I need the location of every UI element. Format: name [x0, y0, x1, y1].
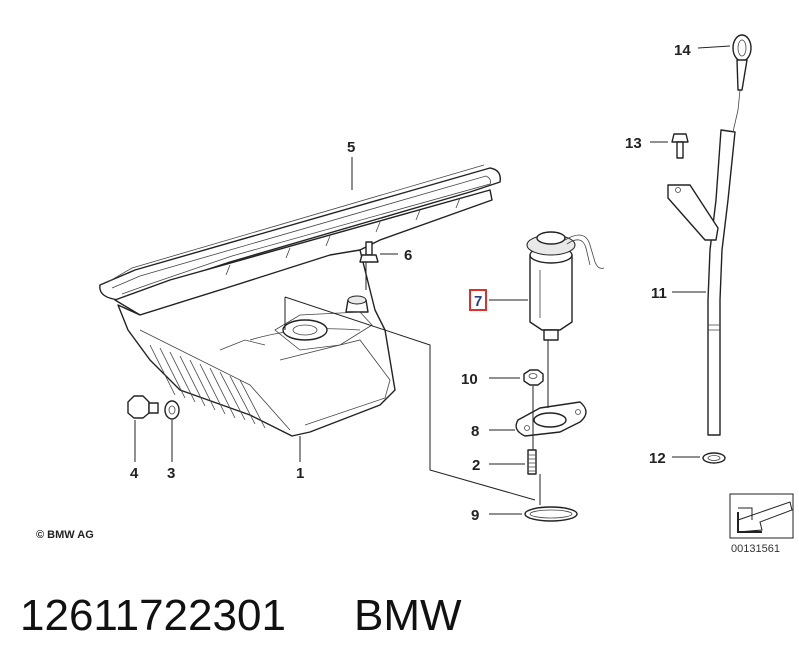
- label-14[interactable]: 14: [674, 42, 691, 59]
- orientation-arrow-icon: [729, 493, 794, 539]
- o-ring-9: [524, 506, 578, 522]
- label-13[interactable]: 13: [625, 135, 642, 152]
- oil-pan: [114, 189, 493, 437]
- copyright-text: © BMW AG: [36, 529, 94, 541]
- label-11[interactable]: 11: [651, 285, 667, 302]
- highlight-box-7: [469, 289, 487, 311]
- dipstick-14: [732, 34, 752, 133]
- label-9[interactable]: 9: [471, 507, 479, 524]
- bolt-13: [671, 133, 689, 159]
- dipstick-tube-11: [667, 129, 736, 436]
- label-2[interactable]: 2: [472, 457, 480, 474]
- leader-lines: [134, 45, 731, 515]
- label-12[interactable]: 12: [649, 450, 666, 467]
- label-5[interactable]: 5: [347, 139, 355, 156]
- oil-level-sensor: [526, 231, 605, 341]
- label-7[interactable]: 7: [474, 293, 482, 310]
- part-number: 12611722301: [20, 591, 286, 640]
- label-10[interactable]: 10: [461, 371, 478, 388]
- part-labels: 5 6 7 10 8 2 9 4 3 1 11 12 13 14: [130, 42, 691, 524]
- label-6[interactable]: 6: [404, 247, 412, 264]
- drain-plug-4: [127, 395, 159, 419]
- label-8[interactable]: 8: [471, 423, 479, 440]
- washer-3: [164, 400, 180, 420]
- label-1[interactable]: 1: [296, 465, 304, 482]
- brand-name: BMW: [354, 591, 462, 640]
- label-3[interactable]: 3: [167, 465, 175, 482]
- nut-10: [523, 369, 544, 386]
- oil-pan-gasket: [99, 164, 501, 301]
- bolt-6: [359, 241, 379, 263]
- diagram-reference-number: 00131561: [731, 543, 780, 555]
- seal-12: [702, 452, 726, 464]
- flange-plate-8: [515, 401, 587, 437]
- stud-2: [527, 449, 537, 475]
- label-4[interactable]: 4: [130, 465, 139, 482]
